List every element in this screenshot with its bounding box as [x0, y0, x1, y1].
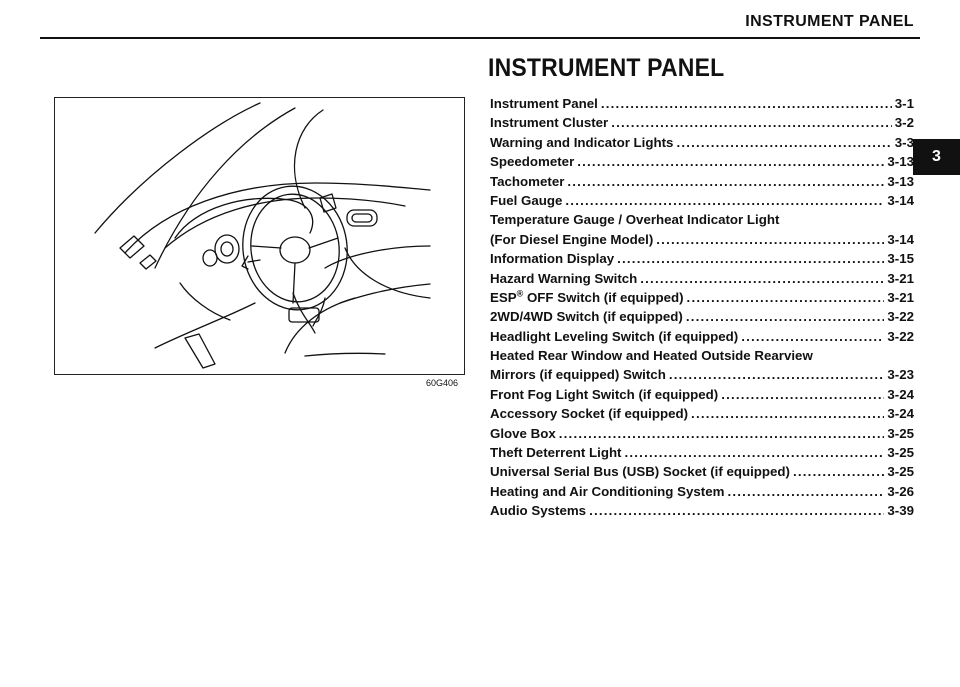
registered-mark: ®: [516, 288, 524, 299]
toc-entry[interactable]: 2WD/4WD Switch (if equipped) 3-22: [490, 307, 914, 326]
toc-entry-title: Universal Serial Bus (USB) Socket (if eq…: [490, 464, 790, 480]
toc-entry-page: 3-21: [887, 289, 914, 305]
toc-entry-page: 3-24: [887, 406, 914, 422]
toc-entry-page: 3-2: [894, 115, 914, 131]
toc-entry[interactable]: Heating and Air Conditioning System 3-26: [490, 482, 914, 501]
toc-entry-title: Headlight Leveling Switch (if equipped): [490, 328, 739, 344]
toc-entry-page: 3-26: [887, 483, 914, 499]
toc-entry[interactable]: Instrument Panel 3-1: [490, 94, 914, 113]
toc-entry[interactable]: Headlight Leveling Switch (if equipped) 3…: [490, 327, 914, 346]
toc-entry-title: Information Display: [490, 251, 615, 267]
toc-entry-page: 3-15: [887, 251, 914, 267]
toc-entry[interactable]: Universal Serial Bus (USB) Socket (if eq…: [490, 462, 914, 481]
toc-entry-title: Speedometer: [490, 154, 575, 170]
leader-dots: [601, 94, 892, 113]
leader-dots: [669, 365, 885, 384]
toc-entry-page: 3-25: [887, 445, 914, 461]
toc-entry-title: Mirrors (if equipped) Switch: [490, 367, 666, 383]
leader-dots: [656, 230, 884, 249]
toc-entry-title: Heating and Air Conditioning System: [490, 483, 725, 499]
toc-entry-title: Fuel Gauge: [490, 192, 563, 208]
toc-entry[interactable]: Hazard Warning Switch 3-21: [490, 269, 914, 288]
toc-entry-page: 3-39: [887, 503, 914, 519]
header-rule: [40, 37, 920, 39]
toc-entry-title: Instrument Cluster: [490, 115, 609, 131]
toc-entry-title: Glove Box: [490, 425, 556, 441]
leader-dots: [589, 501, 884, 520]
leader-dots: [617, 249, 884, 268]
toc-entry-page: 3-14: [887, 192, 914, 208]
toc-entry-page: 3-1: [894, 96, 914, 111]
toc-entry-page: 3-24: [887, 386, 914, 402]
toc-entry-page: 3-25: [887, 464, 914, 480]
toc-entry-page: 3-25: [887, 425, 914, 441]
toc-entry-page: 3-21: [887, 270, 914, 286]
toc-entry-title: Hazard Warning Switch: [490, 270, 638, 286]
toc-entry[interactable]: ESP® OFF Switch (if equipped) 3-21: [490, 288, 914, 307]
leader-dots: [611, 113, 892, 132]
chapter-tab-number: 3: [932, 148, 941, 165]
toc-entry-title: Tachometer: [490, 173, 565, 189]
running-header-title: INSTRUMENT PANEL: [745, 13, 914, 30]
figure-code: 60G406: [426, 378, 459, 388]
leader-dots: [721, 385, 884, 404]
toc-entry-title: Warning and Indicator Lights: [490, 134, 674, 150]
toc-entry-title: Theft Deterrent Light: [490, 445, 622, 461]
leader-dots: [567, 172, 884, 191]
toc-entry-page: 3-22: [887, 309, 914, 325]
toc-entry[interactable]: Tachometer 3-13: [490, 172, 914, 191]
table-of-contents: Instrument Panel 3-1 Instrument Cluster 3-…: [490, 94, 914, 521]
leader-dots: [686, 307, 885, 326]
section-title: INSTRUMENT PANEL: [488, 54, 725, 82]
leader-dots: [676, 133, 891, 152]
dashboard-line-drawing: [94, 102, 431, 369]
toc-entry-page: 3-23: [887, 367, 914, 383]
esp-label-rest: OFF Switch (if equipped): [523, 289, 684, 305]
leader-dots: [691, 404, 884, 423]
leader-dots: [741, 327, 884, 346]
leader-dots: [577, 152, 884, 171]
toc-entry-title: 2WD/4WD Switch (if equipped): [490, 309, 683, 325]
toc-entry[interactable]: Warning and Indicator Lights 3-3: [490, 133, 914, 152]
leader-dots: [793, 462, 884, 481]
toc-entry[interactable]: Audio Systems 3-39: [490, 501, 914, 520]
leader-dots: [687, 288, 885, 307]
toc-entry[interactable]: Instrument Cluster 3-2: [490, 113, 914, 132]
toc-entry-page: 3-3: [894, 134, 914, 150]
toc-entry-page: 3-13: [887, 154, 914, 170]
toc-entry[interactable]: (For Diesel Engine Model) 3-14: [490, 230, 914, 249]
toc-entry[interactable]: Information Display 3-15: [490, 249, 914, 268]
toc-entry-title: Accessory Socket (if equipped): [490, 406, 689, 422]
toc-entry[interactable]: Mirrors (if equipped) Switch 3-23: [490, 365, 914, 384]
toc-entry-title: Front Fog Light Switch (if equipped): [490, 386, 719, 402]
toc-entry-title: Heated Rear Window and Heated Outside Re…: [490, 348, 813, 364]
toc-entry[interactable]: Accessory Socket (if equipped) 3-24: [490, 404, 914, 423]
toc-entry[interactable]: Theft Deterrent Light 3-25: [490, 443, 914, 462]
toc-entry-page: 3-22: [887, 328, 914, 344]
leader-dots: [640, 269, 884, 288]
toc-entry-page: 3-13: [887, 173, 914, 189]
toc-entry-page: 3-14: [887, 231, 914, 247]
toc-entry-continued[interactable]: Heated Rear Window and Heated Outside Re…: [490, 346, 914, 365]
toc-entry-continued[interactable]: Temperature Gauge / Overheat Indicator L…: [490, 210, 914, 229]
leader-dots: [625, 443, 885, 462]
toc-entry-title: (For Diesel Engine Model): [490, 231, 654, 247]
toc-entry-title: Temperature Gauge / Overheat Indicator L…: [490, 212, 780, 228]
toc-entry[interactable]: Speedometer 3-13: [490, 152, 914, 171]
toc-entry[interactable]: Glove Box 3-25: [490, 424, 914, 443]
instrument-panel-illustration: [54, 97, 465, 375]
toc-entry[interactable]: Fuel Gauge 3-14: [490, 191, 914, 210]
toc-entry[interactable]: Front Fog Light Switch (if equipped) 3-24: [490, 385, 914, 404]
toc-entry-title: Instrument Panel: [490, 96, 598, 111]
chapter-tab: 3: [913, 139, 960, 175]
leader-dots: [559, 424, 885, 443]
leader-dots: [727, 482, 884, 501]
leader-dots: [565, 191, 884, 210]
toc-entry-title: ESP® OFF Switch (if equipped): [490, 288, 684, 307]
toc-entry-title: Audio Systems: [490, 503, 587, 519]
esp-label: ESP: [490, 289, 517, 305]
